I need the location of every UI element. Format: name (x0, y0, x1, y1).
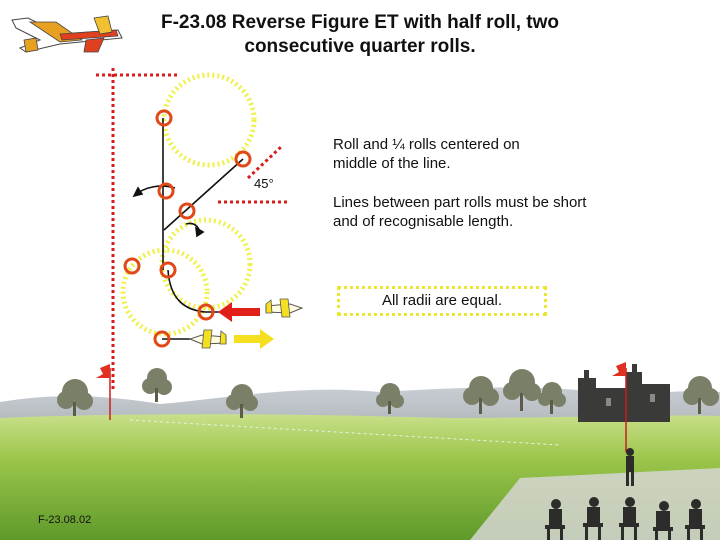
tree-icon (142, 368, 172, 402)
note-line-length-line-2: and of recognisable length. (333, 213, 514, 230)
aircraft-logo-icon (11, 15, 123, 53)
checkpoint-marker (155, 109, 173, 127)
tree-icon (503, 369, 541, 411)
reference-lines (96, 68, 288, 390)
flag-right-icon (612, 362, 627, 452)
lower-right-loop (159, 217, 253, 311)
arrow-left-icon (218, 302, 260, 322)
title-line-1: F-23.08 Reverse Figure ET with half roll… (160, 12, 560, 33)
aircraft-entry-icon (188, 329, 227, 349)
tree-icon (226, 384, 258, 418)
radii-note-box: All radii are equal. (337, 286, 547, 316)
checkpoint-markers (123, 109, 252, 348)
tree-icon (57, 379, 93, 416)
title-line-2: consecutive quarter rolls. (244, 36, 476, 57)
building-ruin-icon (578, 364, 670, 422)
checkpoint-marker (178, 202, 196, 220)
tree-icon (538, 382, 566, 414)
figure-code: F-23.08.02 (38, 514, 92, 526)
diagonal-45-line (163, 158, 244, 231)
checkpoint-marker (157, 182, 175, 200)
checkpoint-marker (153, 330, 171, 348)
arrow-right-icon (234, 329, 274, 349)
tree-icon (376, 383, 404, 414)
tree-icon (683, 376, 719, 414)
top-loop (161, 72, 257, 168)
pilot-figure-icon (626, 448, 634, 486)
aircraft-exit-icon (265, 298, 304, 318)
radii-note: All radii are equal. (381, 292, 503, 309)
flag-left-icon (96, 364, 111, 420)
note-line-length-line-1: Lines between part rolls must be short (333, 194, 587, 211)
checkpoint-marker (159, 261, 177, 279)
angle-label: 45° (254, 176, 274, 191)
note-roll-centered-line-2: middle of the line. (333, 155, 451, 172)
checkpoint-marker (197, 303, 215, 321)
checkpoint-marker (234, 150, 252, 168)
angle-reference-line (246, 144, 284, 180)
roll-symbols (132, 185, 205, 238)
judges-icon (545, 497, 705, 540)
note-roll-centered-line-1: Roll and ¼ rolls centered on (333, 136, 520, 153)
checkpoint-marker (123, 257, 141, 275)
tree-icon (463, 376, 499, 414)
